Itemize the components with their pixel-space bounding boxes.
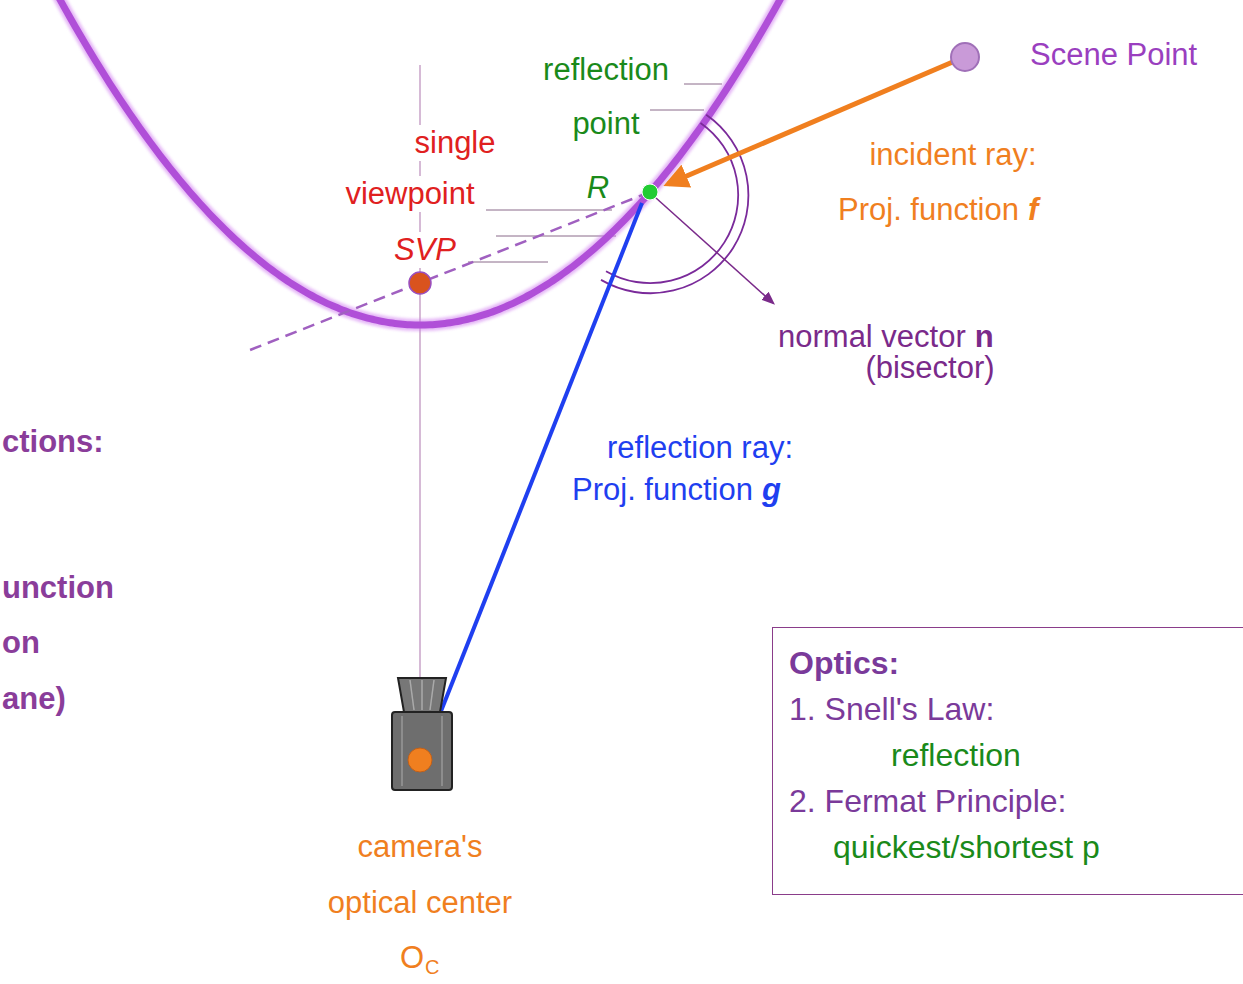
- angle-arc: [601, 115, 748, 294]
- normal-label: (bisector): [865, 350, 994, 386]
- function-symbol: f: [1028, 192, 1038, 228]
- ray-label: reflection ray:: [607, 430, 793, 466]
- box-text: 1. Snell's Law:: [789, 686, 1235, 732]
- box-heading: Optics:: [789, 640, 1235, 686]
- box-text: reflection: [789, 732, 1235, 778]
- point-symbol: R: [587, 170, 609, 206]
- point-label: point: [572, 106, 639, 142]
- ray-label: Proj. function: [572, 472, 753, 508]
- cut-heading: ctions:: [2, 424, 104, 460]
- normal-vector: [656, 198, 773, 303]
- scene-point: [951, 43, 979, 71]
- viewpoint-symbol: SVP: [391, 232, 459, 268]
- parabolic-mirror: [40, 0, 810, 325]
- camera-symbol: O: [400, 940, 424, 976]
- ray-label: incident ray:: [869, 137, 1036, 173]
- leader-lines: [468, 84, 722, 262]
- ray-label: Proj. function: [838, 192, 1019, 228]
- box-text: quickest/shortest p: [789, 824, 1235, 870]
- reflection-point: [642, 184, 658, 200]
- viewpoint-label: viewpoint: [342, 176, 477, 212]
- function-symbol: g: [762, 472, 781, 508]
- box-text: 2. Fermat Principle:: [789, 778, 1235, 824]
- camera-label: camera's: [358, 829, 483, 865]
- camera-icon: [392, 678, 452, 790]
- normal-label: normal vector: [778, 319, 966, 355]
- viewpoint-label: single: [412, 125, 499, 161]
- cut-heading: unction: [2, 570, 114, 606]
- scene-point-label: Scene Point: [1030, 37, 1197, 73]
- optics-box: Optics:1. Snell's Law:reflection2. Ferma…: [772, 627, 1243, 895]
- camera-label: optical center: [328, 885, 512, 921]
- mirror-glow: [40, 0, 810, 325]
- subscript: C: [425, 956, 439, 979]
- cut-heading: ane): [2, 681, 66, 717]
- point-label: reflection: [543, 52, 669, 88]
- cut-heading: on: [2, 625, 40, 661]
- normal-symbol: n: [975, 319, 994, 355]
- virtual-ray: [245, 192, 650, 352]
- svp-point: [409, 272, 431, 294]
